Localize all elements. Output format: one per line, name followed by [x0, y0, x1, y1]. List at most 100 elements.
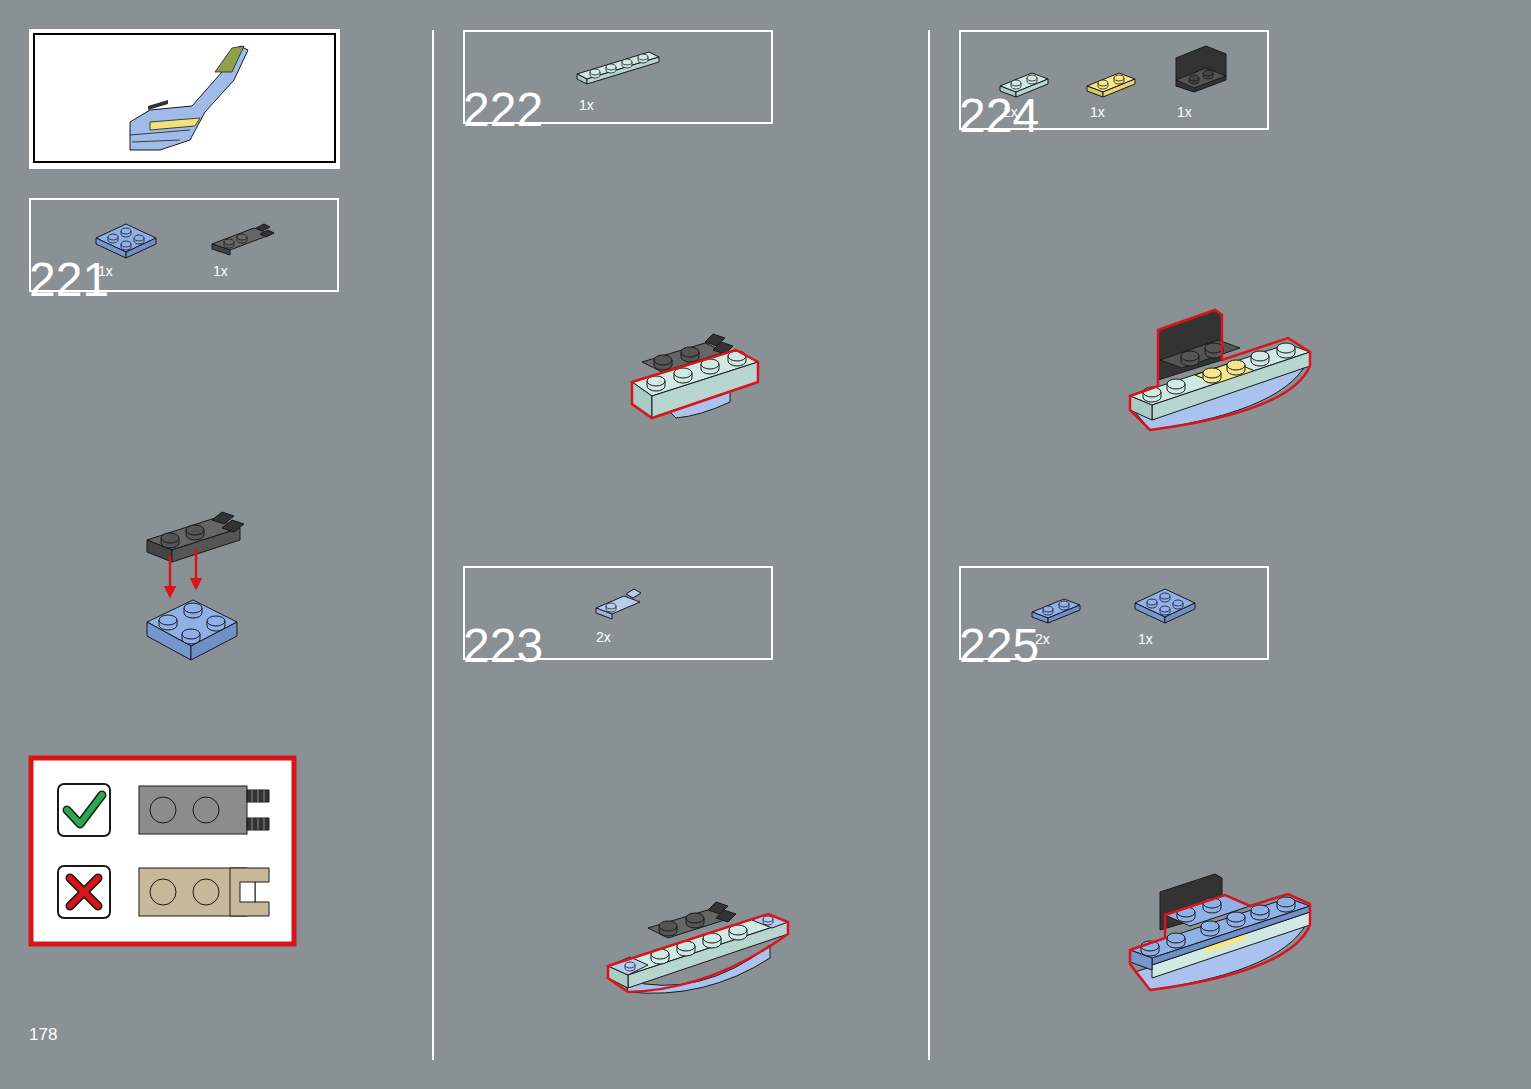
step-223-assembly	[608, 914, 788, 992]
part-quantity: 1x	[213, 263, 228, 279]
part-icon	[1027, 75, 1037, 84]
step-221-assembly	[207, 616, 225, 631]
step-225-assembly	[1130, 874, 1310, 990]
step-224-assembly	[1167, 379, 1185, 394]
part-icon	[96, 224, 156, 258]
step-223-assembly	[659, 913, 704, 936]
part-icon	[1098, 80, 1108, 89]
step-223-assembly	[763, 916, 773, 925]
step-223-assembly	[608, 902, 788, 993]
step-224-assembly	[1205, 343, 1223, 358]
step-222-assembly	[674, 368, 692, 383]
step-221-assembly	[147, 512, 244, 660]
check-callout	[193, 879, 219, 905]
step-225-assembly	[1251, 905, 1269, 920]
part-icon	[1173, 600, 1183, 609]
check-callout	[67, 795, 102, 824]
check-callout	[247, 790, 269, 830]
part-icon	[121, 228, 131, 237]
step-224-assembly	[1130, 310, 1310, 430]
model-preview	[215, 46, 244, 72]
page-number: 178	[29, 1026, 57, 1043]
check-callout	[31, 758, 294, 944]
model-preview	[29, 29, 340, 169]
check-callout	[240, 882, 255, 902]
step-223-assembly	[608, 914, 788, 975]
part-icon	[1032, 599, 1080, 623]
part-icon	[606, 64, 616, 73]
step-225-assembly	[1130, 898, 1310, 958]
part-icon	[1114, 75, 1124, 84]
step-221-assembly	[161, 525, 204, 548]
column-divider	[928, 30, 930, 1060]
part-icon	[108, 234, 118, 243]
step-224-assembly	[1203, 360, 1245, 383]
step-221-assembly	[212, 512, 244, 532]
step-223-assembly	[686, 913, 704, 928]
part-icon	[1176, 46, 1226, 92]
step-223-assembly	[625, 916, 773, 971]
part-icon	[1176, 46, 1226, 92]
check-callout	[70, 878, 98, 906]
part-icon	[626, 589, 641, 598]
part-icon	[96, 46, 1226, 623]
model-preview	[29, 29, 340, 169]
check-callout	[70, 878, 98, 906]
check-callout	[193, 797, 219, 823]
step-224-assembly	[1203, 368, 1221, 383]
step-221-assembly	[159, 615, 177, 630]
check-callout	[31, 758, 294, 944]
part-icon	[577, 52, 659, 84]
part-icon	[134, 235, 144, 244]
step-number: 221	[29, 256, 109, 304]
step-225-assembly	[1227, 912, 1245, 927]
part-icon	[1059, 601, 1069, 610]
model-preview	[34, 34, 335, 162]
part-icon	[121, 241, 131, 250]
part-quantity: 1x	[1138, 631, 1153, 647]
part-icon	[212, 224, 274, 255]
step-222-assembly	[632, 350, 758, 418]
step-222-assembly	[681, 347, 699, 362]
step-221-assembly	[169, 556, 172, 596]
step-number: 224	[959, 92, 1039, 140]
step-223-assembly	[625, 962, 635, 971]
check-callout	[150, 879, 176, 905]
check-callout	[230, 868, 269, 916]
part-icon	[1011, 80, 1021, 89]
check-callout	[252, 790, 264, 830]
step-225-assembly	[1130, 894, 1310, 990]
step-225-assembly	[1152, 912, 1310, 978]
step-224-assembly	[1251, 351, 1269, 366]
part-icon	[1043, 606, 1053, 615]
step-224-assembly	[1227, 360, 1245, 375]
step-224-assembly	[1181, 343, 1223, 366]
column-divider	[432, 30, 434, 1060]
part-icon	[577, 74, 587, 84]
step-221-assembly	[186, 525, 204, 540]
step-222-assembly	[654, 355, 672, 370]
step-number: 222	[463, 86, 543, 134]
step-221-assembly	[195, 548, 198, 588]
part-icon	[1160, 606, 1170, 615]
step-224-assembly	[1143, 343, 1295, 402]
step-223-assembly	[708, 902, 736, 922]
check-callout	[67, 795, 102, 824]
step-223-assembly	[651, 925, 747, 964]
column-divider	[433, 30, 929, 1060]
part-quantity: 1x	[1177, 104, 1192, 120]
step-223-assembly	[729, 925, 747, 940]
part-icon	[256, 224, 274, 237]
step-222-assembly	[647, 376, 665, 391]
step-224-assembly	[1152, 352, 1310, 420]
check-callout	[58, 866, 110, 918]
part-icon	[1147, 599, 1157, 608]
part-icon	[606, 603, 616, 612]
step-225-assembly	[1277, 897, 1295, 912]
part-icon	[638, 54, 648, 63]
step-221-assembly	[161, 533, 179, 548]
part-quantity: 2x	[596, 629, 611, 645]
part-icon	[596, 589, 641, 619]
step-222-assembly	[632, 334, 758, 418]
